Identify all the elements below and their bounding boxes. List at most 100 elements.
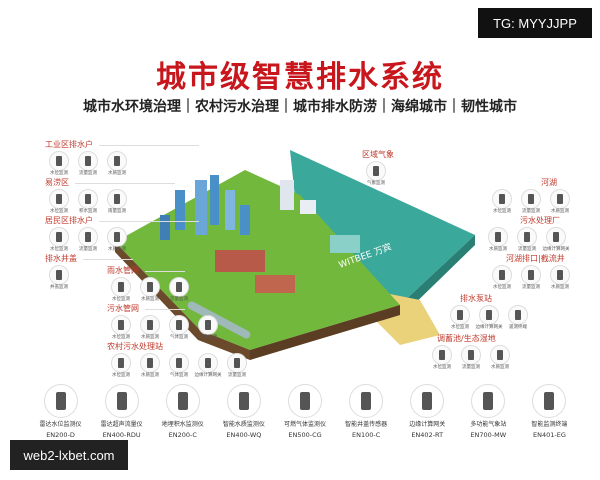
sensor-icon: [169, 353, 189, 373]
sensor-label: 流量监测: [79, 171, 97, 176]
product-model: EN402-RT: [411, 431, 444, 439]
product-icon: [43, 384, 78, 418]
sensor-icon: [521, 189, 541, 209]
sensor-label: 边缘计算网关: [194, 373, 222, 378]
sensor-label: 水位监测: [112, 297, 130, 302]
sensor-item: 边缘计算网关: [475, 305, 503, 331]
sensor-icon: [49, 265, 69, 285]
sensor-icon: [111, 353, 131, 373]
product-model: EN100-C: [351, 431, 381, 439]
product-model: EN400-WQ: [226, 431, 262, 439]
sensor-item: 水位监测: [488, 189, 516, 215]
sensor-label: 雨量监测: [108, 209, 126, 214]
sensor-item: 水位监测: [107, 277, 135, 303]
sensor-item: 边缘计算网关: [194, 353, 222, 379]
sensor-item: 水质监测: [103, 151, 131, 177]
product-icon: [104, 384, 139, 418]
sensor-icon: [521, 265, 541, 285]
sensor-label: 流量监测: [462, 365, 480, 370]
sensor-label: 流量监测: [518, 247, 536, 252]
sensor-icon: [169, 277, 189, 297]
page-title: 城市级智慧排水系统: [156, 60, 444, 95]
watermark-top: TG: MYYJJPP: [478, 8, 592, 38]
land-side-right: [250, 305, 400, 360]
product-model: EN401-EG: [532, 431, 566, 439]
product-model: EN200-D: [46, 431, 75, 439]
sensor-icon: [49, 189, 69, 209]
sensor-item: 水质监测: [486, 345, 514, 371]
sensor-label: 水质监测: [141, 297, 159, 302]
sensor-label: 气体监测: [170, 373, 188, 378]
page-subtitle: 城市水环境治理｜农村污水治理｜城市排水防涝｜海绵城市｜韧性城市: [83, 99, 517, 115]
sensor-icon: [546, 227, 566, 247]
sensor-label: 水位监测: [112, 373, 130, 378]
sensor-label: 水位监测: [50, 171, 68, 176]
drain-pipe: [187, 301, 251, 339]
sensor-item: 流量监测: [74, 227, 102, 253]
sensor-label: 水位监测: [493, 285, 511, 290]
sensor-label: 边缘计算网关: [475, 325, 503, 330]
sensor-item: 水质监测: [103, 227, 131, 253]
sensor-item: 流量监测: [457, 345, 485, 371]
group-label: 工业区排水户: [45, 140, 93, 149]
group-label: 区域气象: [362, 150, 394, 159]
watermark-bottom: web2-lxbet.com: [10, 440, 128, 470]
sensor-item: 水质监测: [136, 353, 164, 379]
sensor-icon: [450, 305, 470, 325]
sensor-item: 井盖监测: [45, 265, 73, 291]
sensor-label: 水质监测: [141, 335, 159, 340]
sensor-item: 流量监测: [513, 227, 541, 253]
product-icon: [410, 384, 445, 418]
product-model: EN400-RDU: [102, 431, 141, 439]
sensor-icon: [492, 265, 512, 285]
sensor-label: 边缘计算网关: [542, 247, 570, 252]
sensor-icon: [461, 345, 481, 365]
product-name: 雷达水位监测仪: [39, 421, 82, 428]
group-label: 农村污水处理站: [107, 342, 163, 351]
product-icon: [287, 384, 322, 418]
sensor-icon: [488, 227, 508, 247]
sensor-item: 流量监测: [517, 189, 545, 215]
sensor-icon: [78, 227, 98, 247]
sensor-label: 流量监测: [228, 373, 246, 378]
sensor-icon: [140, 353, 160, 373]
product-name: 智能水质监测仪: [222, 421, 265, 428]
sensor-icon: [140, 277, 160, 297]
guide-line: [145, 271, 185, 272]
sensor-icon: [517, 227, 537, 247]
buildings: [160, 175, 360, 293]
sensor-label: 水位监测: [50, 247, 68, 252]
sensor-item: 水质监测: [136, 277, 164, 303]
sensor-label: 气体监测: [170, 335, 188, 340]
sensor-item: 边缘计算网关: [542, 227, 570, 253]
sensor-label: 井盖监测: [50, 285, 68, 290]
sensor-item: 流量监测: [74, 151, 102, 177]
sensor-item: 气体监测: [165, 353, 193, 379]
sensor-item: 雨量监测: [103, 189, 131, 215]
product-icon: [165, 384, 200, 418]
product-name: 地埋积水监测仪: [161, 421, 204, 428]
sensor-label: 气象监测: [367, 181, 385, 186]
sensor-icon: [49, 227, 69, 247]
sensor-item: 水位监测: [45, 189, 73, 215]
sensor-item: 流量监测: [517, 265, 545, 291]
product-name: 多功能气象站: [470, 421, 507, 428]
sensor-item: 水位监测: [45, 151, 73, 177]
sensor-label: 水位监测: [433, 365, 451, 370]
sensor-icon: [432, 345, 452, 365]
sensor-label: 水质监测: [108, 247, 126, 252]
sensor-label: 积水监测: [79, 209, 97, 214]
guide-line: [83, 259, 133, 260]
guide-line: [99, 145, 199, 146]
sea-edge: [400, 235, 475, 316]
product-name: 智能监测终端: [531, 421, 568, 428]
sensor-icon: [550, 265, 570, 285]
sensor-label: 水位监测: [112, 335, 130, 340]
sensor-label: 水质监测: [551, 285, 569, 290]
product-model: EN200-C: [168, 431, 197, 439]
sensor-label: 水位监测: [493, 209, 511, 214]
